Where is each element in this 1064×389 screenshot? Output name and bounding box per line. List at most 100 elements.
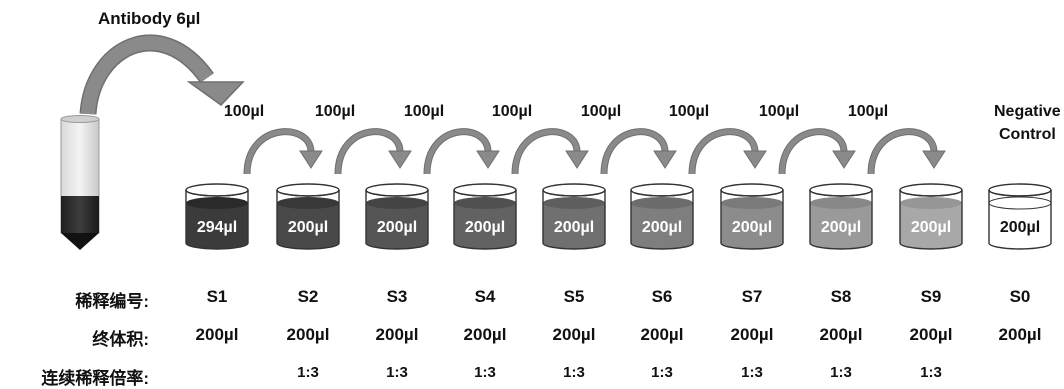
table-cell-final-volume: 200µl <box>730 325 774 344</box>
transfer-arrow-head <box>653 150 677 169</box>
beaker-rim-front <box>185 189 249 197</box>
transfer-arrow-shaft <box>601 129 668 175</box>
beaker-liquid-surface <box>810 197 872 209</box>
table-cell-numbering: S2 <box>297 287 319 306</box>
transfer-volume-label: 100µl <box>669 103 709 120</box>
negative-control-line1: Negative <box>994 103 1061 120</box>
beaker-rim-front <box>809 189 873 197</box>
transfer-volume-label: 100µl <box>315 103 355 120</box>
beaker-rim-front <box>276 189 340 197</box>
transfer-arrow-head <box>565 150 589 169</box>
row-label-final-volume: 终体积: <box>92 330 149 349</box>
beaker-rim-front <box>630 189 694 197</box>
table-cell-ratio: 1:3 <box>563 364 585 381</box>
transfer-arrow-shaft <box>689 129 758 175</box>
transfer-arrow-shaft <box>779 129 847 175</box>
beaker-liquid-surface <box>900 197 962 209</box>
beaker-liquid-surface <box>366 197 428 209</box>
beaker-rim-front <box>542 189 606 197</box>
transfer-arrow-shaft <box>512 129 580 175</box>
beaker-liquid-surface <box>186 197 248 209</box>
table-cell-numbering: S6 <box>651 287 673 306</box>
beaker-outline <box>899 190 963 250</box>
beaker-liquid <box>631 203 693 249</box>
beaker-outline <box>185 190 249 250</box>
antibody-arrow-shaft <box>81 36 213 115</box>
beaker-liquid <box>186 203 248 249</box>
transfer-arrow-shaft <box>244 129 314 175</box>
beaker-liquid <box>810 203 872 249</box>
table-cell-numbering: S8 <box>830 287 852 306</box>
transfer-volume-label: 100µl <box>581 103 621 120</box>
beaker-outline <box>988 190 1052 250</box>
tube-rim <box>60 115 100 123</box>
transfer-arrow-head <box>922 150 946 169</box>
beaker-liquid-surface <box>454 197 516 209</box>
table-cell-numbering: S3 <box>386 287 408 306</box>
beaker-rim-front <box>720 189 784 197</box>
beaker-volume-label: 200µl <box>288 219 328 236</box>
table-cell-numbering: S4 <box>474 287 496 306</box>
antibody-label: Antibody 6µl <box>98 9 201 28</box>
table-cell-ratio: 1:3 <box>297 364 319 381</box>
beaker-outline <box>453 190 517 250</box>
beaker-liquid <box>900 203 962 249</box>
table-cell-final-volume: 200µl <box>819 325 863 344</box>
transfer-volume-label: 100µl <box>492 103 532 120</box>
beaker-outline <box>365 190 429 250</box>
beaker-rim-front <box>453 189 517 197</box>
beaker-volume-label: 200µl <box>1000 219 1040 236</box>
beaker-outline <box>276 190 340 250</box>
beaker-liquid <box>989 203 1051 249</box>
table-cell-final-volume: 200µl <box>640 325 684 344</box>
table-cell-ratio: 1:3 <box>474 364 496 381</box>
beaker-volume-label: 200µl <box>554 219 594 236</box>
beaker-liquid-surface <box>277 197 339 209</box>
transfer-arrow-head <box>388 150 412 169</box>
row-label-ratio: 连续稀释倍率: <box>41 369 149 388</box>
table-cell-ratio: 1:3 <box>651 364 673 381</box>
table-cell-numbering: S1 <box>206 287 228 306</box>
beaker-liquid <box>366 203 428 249</box>
beaker-outline <box>720 190 784 250</box>
beaker-volume-label: 200µl <box>377 219 417 236</box>
beaker-volume-label: 294µl <box>197 219 237 236</box>
tube-liquid <box>61 196 99 233</box>
table-cell-numbering: S0 <box>1009 287 1031 306</box>
table-cell-final-volume: 200µl <box>195 325 239 344</box>
antibody-arrow-head <box>186 81 245 106</box>
transfer-arrow-head <box>299 150 323 169</box>
beaker-rim-front <box>899 189 963 197</box>
beaker-volume-label: 200µl <box>732 219 772 236</box>
transfer-volume-label: 100µl <box>759 103 799 120</box>
transfer-arrow-shaft <box>424 129 491 175</box>
table-cell-ratio: 1:3 <box>386 364 408 381</box>
table-cell-final-volume: 200µl <box>552 325 596 344</box>
beaker-volume-label: 200µl <box>465 219 505 236</box>
beaker-outline <box>630 190 694 250</box>
table-cell-numbering: S5 <box>563 287 585 306</box>
beaker-liquid <box>277 203 339 249</box>
beaker-liquid-surface <box>988 196 1052 210</box>
tube-tip <box>61 233 99 250</box>
transfer-arrow-head <box>476 150 500 169</box>
table-cell-final-volume: 200µl <box>998 325 1042 344</box>
transfer-volume-label: 100µl <box>404 103 444 120</box>
beaker-liquid-surface <box>721 197 783 209</box>
transfer-volume-label: 100µl <box>224 103 264 120</box>
negative-control-line2: Control <box>999 126 1056 143</box>
table-cell-final-volume: 200µl <box>375 325 419 344</box>
beaker-volume-label: 200µl <box>642 219 682 236</box>
table-cell-final-volume: 200µl <box>286 325 330 344</box>
beaker-volume-label: 200µl <box>821 219 861 236</box>
beaker-liquid <box>543 203 605 249</box>
table-cell-numbering: S7 <box>741 287 763 306</box>
beaker-liquid-surface <box>543 197 605 209</box>
row-label-numbering: 稀释编号: <box>75 292 149 311</box>
beaker-volume-label: 200µl <box>911 219 951 236</box>
transfer-arrow-shaft <box>868 129 937 175</box>
beaker-outline <box>542 190 606 250</box>
beaker-liquid-surface <box>631 197 693 209</box>
